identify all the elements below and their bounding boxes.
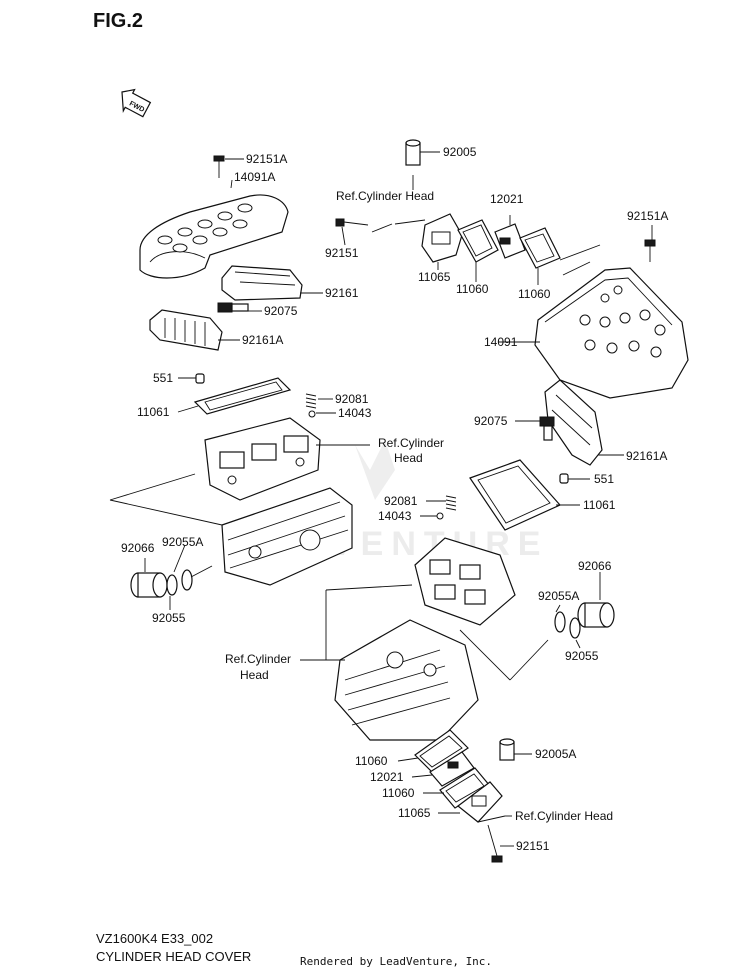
gasket-11060-top-a — [457, 219, 499, 263]
intake-pipe-92066-left — [130, 572, 168, 598]
label-92055-left: 92055 — [152, 611, 186, 625]
o-ring-92055A-left — [181, 569, 193, 591]
bolt-92151-top — [335, 218, 369, 227]
label-14091: 14091 — [484, 335, 518, 349]
label-11060-bot-b: 11060 — [382, 786, 415, 800]
label-92005A: 92005A — [535, 747, 576, 761]
label-551-left: 551 — [153, 371, 173, 385]
o-ring-92055A-right — [554, 611, 566, 633]
cover-92161A-left — [149, 309, 223, 351]
label-92161A-left: 92161A — [242, 333, 283, 347]
label-ref-head-mid-2: Head — [394, 451, 423, 465]
plug-92005A-bot — [499, 738, 515, 761]
label-92075-right: 92075 — [474, 414, 508, 428]
label-11065-top: 11065 — [418, 270, 451, 284]
cam-holder-left — [204, 417, 321, 501]
label-92055A-left: 92055A — [162, 535, 203, 549]
gasket-11060-bot-a — [414, 729, 469, 773]
label-ref-head-top: Ref.Cylinder Head — [336, 189, 434, 203]
label-14043-right: 14043 — [378, 509, 412, 523]
gasket-11061-right — [469, 459, 561, 531]
label-92075-left: 92075 — [264, 304, 298, 318]
label-14043-left: 14043 — [338, 406, 372, 420]
label-92081-left: 92081 — [335, 392, 369, 406]
reed-housing-11065-top — [421, 213, 463, 263]
label-92161: 92161 — [325, 286, 359, 300]
bolt-92151A-right — [644, 239, 656, 262]
bolt-92151A-top — [213, 155, 225, 178]
label-92151-top: 92151 — [325, 246, 359, 260]
dowel-551-right — [559, 473, 569, 484]
rear-cylinder-head — [334, 619, 479, 741]
o-ring-92055-right — [569, 617, 581, 639]
label-92081-right: 92081 — [384, 494, 418, 508]
gasket-11061-left — [193, 377, 292, 415]
label-92066-right: 92066 — [578, 559, 612, 573]
figure-title: FIG.2 — [93, 10, 143, 32]
section-name: CYLINDER HEAD COVER — [96, 949, 251, 964]
label-11060-top-b: 11060 — [518, 287, 551, 301]
spring-92081-right — [436, 495, 457, 520]
label-92055A-right: 92055A — [538, 589, 579, 603]
rear-cylinder-head-cover — [534, 267, 689, 399]
part-92075-right — [539, 416, 555, 441]
front-cylinder-head — [221, 487, 353, 586]
plug-92005-top — [405, 139, 421, 166]
label-ref-head-low-1: Ref.Cylinder — [225, 652, 291, 666]
rendered-by: Rendered by LeadVenture, Inc. — [300, 955, 492, 968]
label-92005: 92005 — [443, 145, 477, 159]
label-92161A-right: 92161A — [626, 449, 667, 463]
reed-valve-12021-top — [494, 223, 526, 259]
label-92066-left: 92066 — [121, 541, 155, 555]
dowel-551-left — [195, 373, 205, 384]
o-ring-92055-left — [166, 574, 178, 596]
model-code: VZ1600K4 E33_002 — [96, 931, 213, 946]
label-551-right: 551 — [594, 472, 614, 486]
label-11060-bot-a: 11060 — [355, 754, 388, 768]
label-14091A: 14091A — [234, 170, 275, 184]
front-cylinder-head-cover — [139, 194, 289, 279]
label-11061-right: 11061 — [583, 498, 616, 512]
label-11060-top-a: 11060 — [456, 282, 489, 296]
label-12021-top: 12021 — [490, 192, 524, 206]
label-92055-right: 92055 — [565, 649, 599, 663]
part-92075-left — [217, 302, 249, 313]
label-92151A-right: 92151A — [627, 209, 668, 223]
label-ref-head-mid-1: Ref.Cylinder — [378, 436, 444, 450]
watermark: VENTURE — [330, 440, 540, 563]
label-92151A-top: 92151A — [246, 152, 287, 166]
label-11061-left: 11061 — [137, 405, 170, 419]
fwd-arrow-icon: FWD — [121, 88, 152, 118]
reed-housing-11065-bot — [457, 781, 503, 823]
bolt-92151-bot — [487, 824, 503, 863]
intake-pipe-92066-right — [577, 602, 615, 628]
label-ref-head-low-2: Head — [240, 668, 269, 682]
label-12021-bot: 12021 — [370, 770, 404, 784]
cam-holder-right — [414, 537, 516, 626]
gasket-11060-top-b — [519, 227, 561, 269]
label-11065-bot: 11065 — [398, 806, 431, 820]
label-ref-head-bot: Ref.Cylinder Head — [515, 809, 613, 823]
label-92151-bot: 92151 — [516, 839, 550, 853]
cover-92161 — [221, 265, 303, 301]
spring-92081-left — [305, 393, 317, 418]
